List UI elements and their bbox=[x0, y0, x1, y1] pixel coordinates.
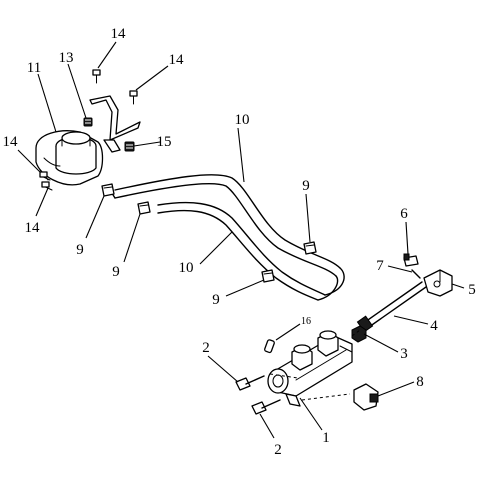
hose-lower bbox=[157, 201, 345, 301]
reservoir-bracket bbox=[89, 95, 141, 153]
master-cylinder bbox=[267, 330, 353, 407]
callout-16: 16 bbox=[301, 316, 311, 327]
hose-clamp-b bbox=[137, 201, 151, 215]
callout-13: 13 bbox=[59, 50, 74, 66]
assembly-line-3 bbox=[351, 329, 361, 337]
assembly-line-1 bbox=[269, 373, 299, 379]
callout-8: 8 bbox=[416, 374, 424, 390]
clevis-pin bbox=[403, 253, 419, 267]
callout-9-right: 9 bbox=[302, 178, 310, 194]
push-rod bbox=[356, 281, 427, 333]
hose-clamp-d bbox=[261, 269, 275, 283]
assembly-line-2 bbox=[301, 393, 351, 401]
callout-14-left: 14 bbox=[3, 134, 19, 150]
leader-lines bbox=[17, 41, 465, 439]
callout-3: 3 bbox=[400, 346, 408, 362]
cotter-pin bbox=[411, 269, 421, 279]
screw-left-top bbox=[39, 171, 51, 181]
callout-10-lower: 10 bbox=[179, 260, 194, 276]
spring-clip-13 bbox=[83, 117, 93, 127]
callout-14-right: 14 bbox=[169, 52, 185, 68]
roll-pin bbox=[264, 339, 275, 354]
mounting-bolt-upper bbox=[235, 375, 265, 391]
reservoir-tank bbox=[35, 130, 104, 186]
callout-15: 15 bbox=[157, 134, 172, 150]
outlet-fitting bbox=[353, 383, 379, 411]
screw-left-bottom bbox=[41, 181, 53, 191]
callout-14-top: 14 bbox=[111, 26, 127, 42]
hose-clamp-c bbox=[303, 241, 317, 255]
callout-10-upper: 10 bbox=[235, 112, 250, 128]
callout-7: 7 bbox=[376, 258, 384, 274]
callout-11: 11 bbox=[27, 60, 41, 76]
spring-clip-15 bbox=[124, 141, 135, 152]
callout-9-mid: 9 bbox=[112, 264, 120, 280]
screw-right bbox=[129, 90, 138, 105]
screw-top bbox=[92, 69, 101, 84]
mounting-bolt-lower bbox=[251, 399, 281, 415]
callout-5: 5 bbox=[468, 282, 476, 298]
hose-clamp-a bbox=[101, 183, 115, 197]
callout-9-left: 9 bbox=[76, 242, 84, 258]
callout-1: 1 bbox=[322, 430, 330, 446]
callout-2-upper: 2 bbox=[202, 340, 210, 356]
callout-4: 4 bbox=[430, 318, 438, 334]
callout-9-bottom: 9 bbox=[212, 292, 220, 308]
clevis bbox=[423, 269, 453, 297]
callout-14-bottom: 14 bbox=[25, 220, 41, 236]
lock-nut bbox=[351, 325, 367, 343]
callout-2-lower: 2 bbox=[274, 442, 282, 458]
callout-6: 6 bbox=[400, 206, 408, 222]
